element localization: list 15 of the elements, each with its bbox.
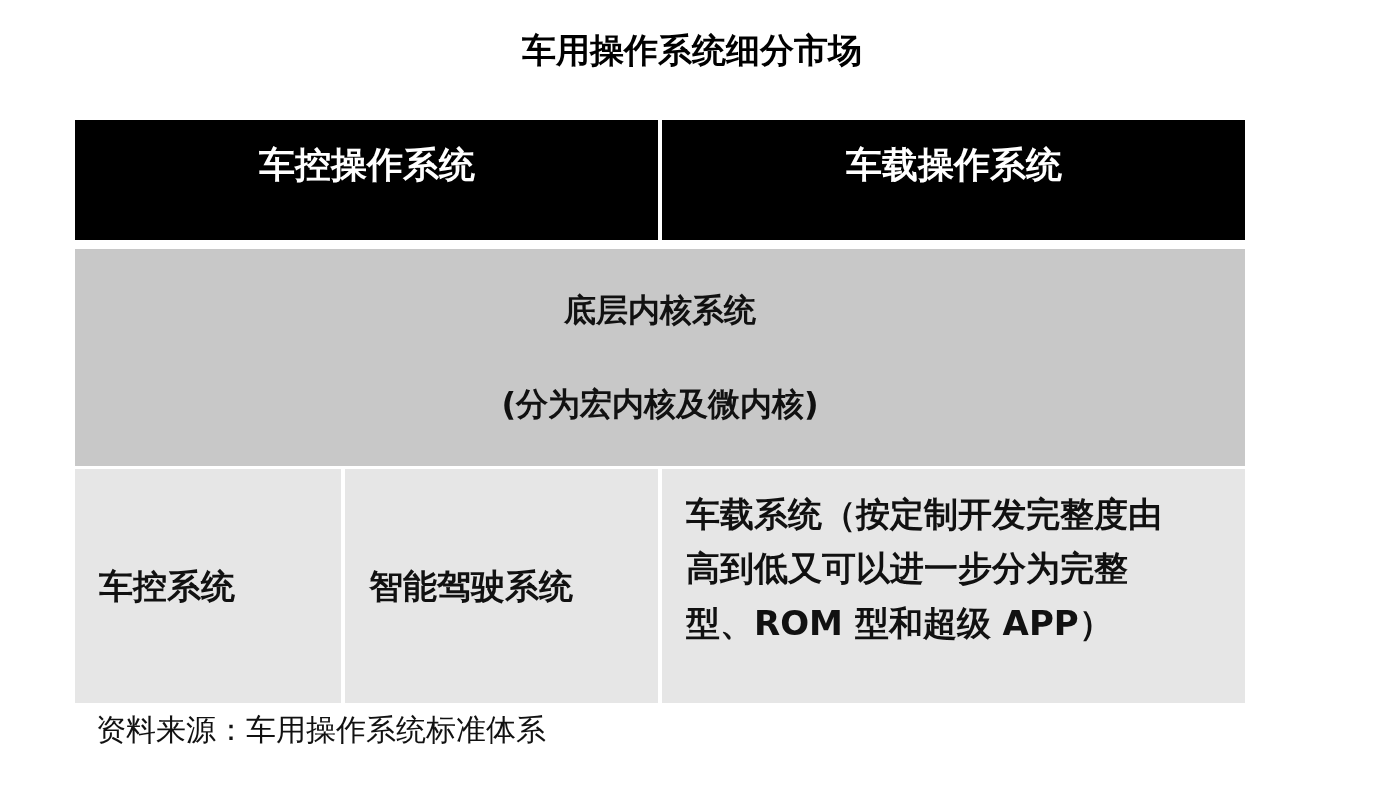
source-note: 资料来源：车用操作系统标准体系 [96,711,546,749]
cell-text: 车控系统 [99,564,236,608]
cell-text: 底层内核系统 [564,289,756,331]
table-cell [345,469,658,703]
cell-text: 车控操作系统 [258,142,475,187]
table-cell [75,469,341,703]
cell-note: (分为宏内核及微内核) [501,383,819,425]
table-cell [662,469,1245,703]
cell-text: 车载操作系统 [845,142,1062,187]
title: 车用操作系统细分市场 [521,29,863,72]
header-cell [75,120,658,240]
header-cell [662,120,1245,240]
kernel-band [75,249,1245,466]
cell-text: 智能驾驶系统 [369,564,574,608]
cell-text: 车载系统（按定制开发完整度由高到低又可以进一步分为完整型、ROM 型和超级 APP） [686,493,1163,645]
